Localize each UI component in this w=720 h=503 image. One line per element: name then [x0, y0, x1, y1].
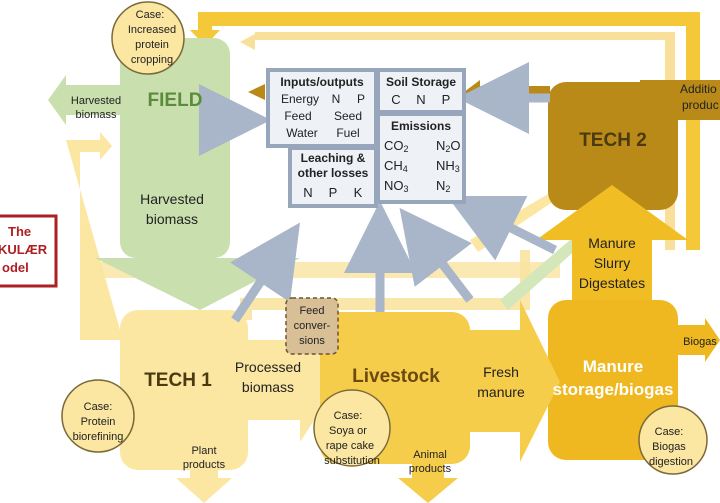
emission-nh3: NH3 — [436, 158, 460, 174]
emission-arrows — [199, 62, 558, 323]
manure-column-2: Slurry — [594, 255, 631, 271]
emission-ch4: CH4 — [384, 158, 408, 174]
case-biogas-3: digestion — [649, 456, 693, 468]
manure-column-3: Digestates — [579, 275, 645, 291]
emission-co2: CO2 — [384, 138, 409, 154]
case-field-1: Case: — [136, 9, 165, 21]
case-livestock-1: Case: — [334, 410, 363, 422]
fresh-1: Fresh — [483, 364, 519, 380]
processed-2: biomass — [242, 379, 294, 395]
manure-column-1: Manure — [588, 235, 636, 251]
emission-n2o: N2O — [436, 138, 461, 154]
emissions-title: Emissions — [391, 119, 451, 133]
leaching-title-1: Leaching & — [301, 151, 366, 165]
feedback-line-left — [66, 132, 120, 340]
leaching-p: P — [329, 185, 338, 200]
case-tech1-1: Case: — [84, 401, 113, 413]
soil-c: C — [391, 92, 400, 107]
title-line-3: odel — [2, 260, 29, 275]
field-label: FIELD — [148, 90, 203, 111]
animal-1: Animal — [413, 449, 447, 461]
inputs-title: Inputs/outputs — [280, 75, 364, 89]
inputs-outputs-box: Inputs/outputs Energy N P Feed Seed Wate… — [266, 68, 378, 148]
feed-line-1: Feed — [299, 305, 324, 317]
title-line-2: KULÆR — [0, 242, 48, 257]
title-line-1: The — [8, 224, 31, 239]
biogas-label: Biogas — [683, 336, 717, 348]
input-p: P — [357, 92, 365, 106]
emissions-box: Emissions CO2 N2O CH4 NH3 NO3 N2 — [376, 112, 466, 204]
case-livestock-3: rape cake — [326, 440, 374, 452]
harvested-down-2: biomass — [146, 211, 198, 227]
harvested-left-1: Harvested — [71, 95, 121, 107]
case-field-circle: Case: Increased protein cropping — [111, 1, 185, 75]
animal-products-arrow — [398, 460, 458, 503]
leaching-k: K — [354, 185, 363, 200]
soil-n: N — [416, 92, 425, 107]
tech2-to-field-arrow — [248, 84, 265, 100]
case-biogas-2: Biogas — [652, 441, 686, 453]
harvested-down-1: Harvested — [140, 191, 204, 207]
leaching-box: Leaching & other losses N P K — [288, 146, 378, 208]
feed-line-2: conver- — [294, 320, 331, 332]
case-biogas-1: Case: — [655, 426, 684, 438]
fresh-manure-arrow — [465, 300, 560, 462]
emission-n2: N2 — [436, 178, 450, 194]
fresh-2: manure — [477, 384, 525, 400]
case-tech1-3: biorefining — [73, 431, 124, 443]
model-title-frame: The KULÆR odel — [0, 214, 58, 288]
additional-2: produc — [682, 98, 719, 112]
manure-storage-2: storage/biogas — [553, 380, 674, 399]
plant-products-arrow — [176, 460, 232, 503]
case-livestock-circle: Case: Soya or rape cake substitution — [313, 389, 391, 467]
emission-no3: NO3 — [384, 178, 409, 194]
harvested-left-2: biomass — [76, 109, 117, 121]
soil-storage-box: Soil Storage C N P — [376, 68, 466, 114]
additional-1: Additio — [680, 82, 717, 96]
input-energy: Energy — [281, 92, 319, 106]
input-water: Water — [286, 126, 318, 140]
tech1-label: TECH 1 — [144, 370, 212, 391]
feed-line-3: sions — [299, 335, 325, 347]
leaching-title-2: other losses — [298, 166, 369, 180]
tech2-label: TECH 2 — [579, 130, 647, 151]
leaching-n: N — [303, 185, 312, 200]
processed-1: Processed — [235, 359, 301, 375]
case-livestock-4: substitution — [324, 455, 380, 467]
case-tech1-circle: Case: Protein biorefining — [61, 379, 135, 453]
soil-title: Soil Storage — [386, 75, 456, 89]
manure-up-arrow — [536, 185, 688, 300]
case-tech1-2: Protein — [81, 416, 116, 428]
soil-p: P — [442, 92, 451, 107]
case-field-3: protein — [135, 39, 169, 51]
field-harvested-left-arrow — [48, 75, 120, 125]
input-feed: Feed — [284, 109, 311, 123]
input-seed: Seed — [334, 109, 362, 123]
livestock-label: Livestock — [352, 366, 440, 387]
plant-2: products — [183, 459, 226, 471]
plant-1: Plant — [191, 445, 216, 457]
manure-storage-1: Manure — [583, 357, 643, 376]
case-biogas-circle: Case: Biogas digestion — [638, 405, 708, 475]
input-n: N — [332, 92, 341, 106]
case-field-4: cropping — [131, 54, 173, 66]
feed-conversions-box: Feed conver- sions — [285, 297, 339, 355]
animal-2: products — [409, 463, 452, 475]
diag-arrow-2 — [500, 228, 590, 310]
case-field-2: Increased — [128, 24, 176, 36]
biogas-arrow — [678, 318, 720, 362]
input-fuel: Fuel — [336, 126, 359, 140]
case-livestock-2: Soya or — [329, 425, 367, 437]
